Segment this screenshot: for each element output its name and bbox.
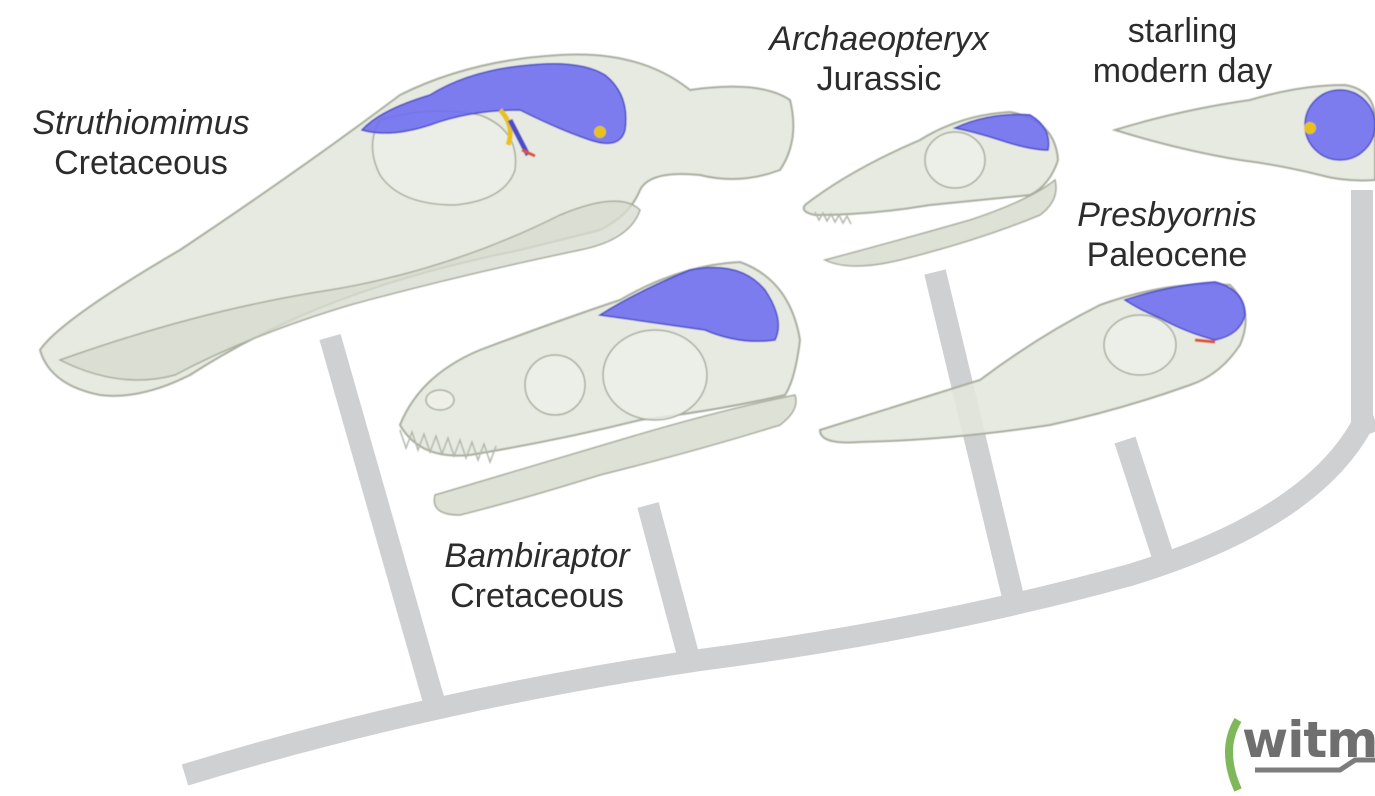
label-starling: starling modern day [1080, 11, 1285, 91]
period-name: modern day [1080, 51, 1285, 91]
period-name: Cretaceous [10, 143, 272, 183]
branch-presbyornis [1125, 440, 1165, 563]
bambiraptor-orbit [603, 330, 707, 420]
genus-name: Archaeopteryx [748, 19, 1010, 59]
struthiomimus-inner-ear-2 [594, 126, 606, 138]
presbyornis-skull [820, 282, 1246, 443]
branch-bambiraptor [648, 505, 690, 662]
presbyornis-orbit [1104, 315, 1176, 375]
bambiraptor-nostril [426, 390, 454, 410]
archaeopteryx-skull [804, 112, 1058, 266]
label-archaeopteryx: Archaeopteryx Jurassic [748, 19, 1010, 99]
tree-trunk-upper [1362, 190, 1375, 425]
period-name: Cretaceous [420, 576, 654, 616]
logo-text: witme [1242, 715, 1375, 765]
label-bambiraptor: Bambiraptor Cretaceous [420, 536, 654, 616]
bambiraptor-skull [400, 262, 800, 515]
period-name: Paleocene [1060, 235, 1274, 275]
common-name: starling [1080, 11, 1285, 51]
period-name: Jurassic [748, 59, 1010, 99]
presbyornis-nerve [1195, 340, 1215, 342]
genus-name: Bambiraptor [420, 536, 654, 576]
genus-name: Presbyornis [1060, 195, 1274, 235]
starling-skull [1115, 85, 1375, 180]
bambiraptor-antorbital-fenestra [525, 355, 585, 415]
starling-brain-endocast [1305, 90, 1375, 160]
label-struthiomimus: Struthiomimus Cretaceous [10, 103, 272, 183]
genus-name: Struthiomimus [10, 103, 272, 143]
archaeopteryx-orbit [925, 132, 985, 188]
logo-leaf [1229, 720, 1238, 790]
starling-inner-ear [1304, 122, 1316, 134]
label-presbyornis: Presbyornis Paleocene [1060, 195, 1274, 275]
branch-archaeopteryx [935, 272, 1015, 605]
